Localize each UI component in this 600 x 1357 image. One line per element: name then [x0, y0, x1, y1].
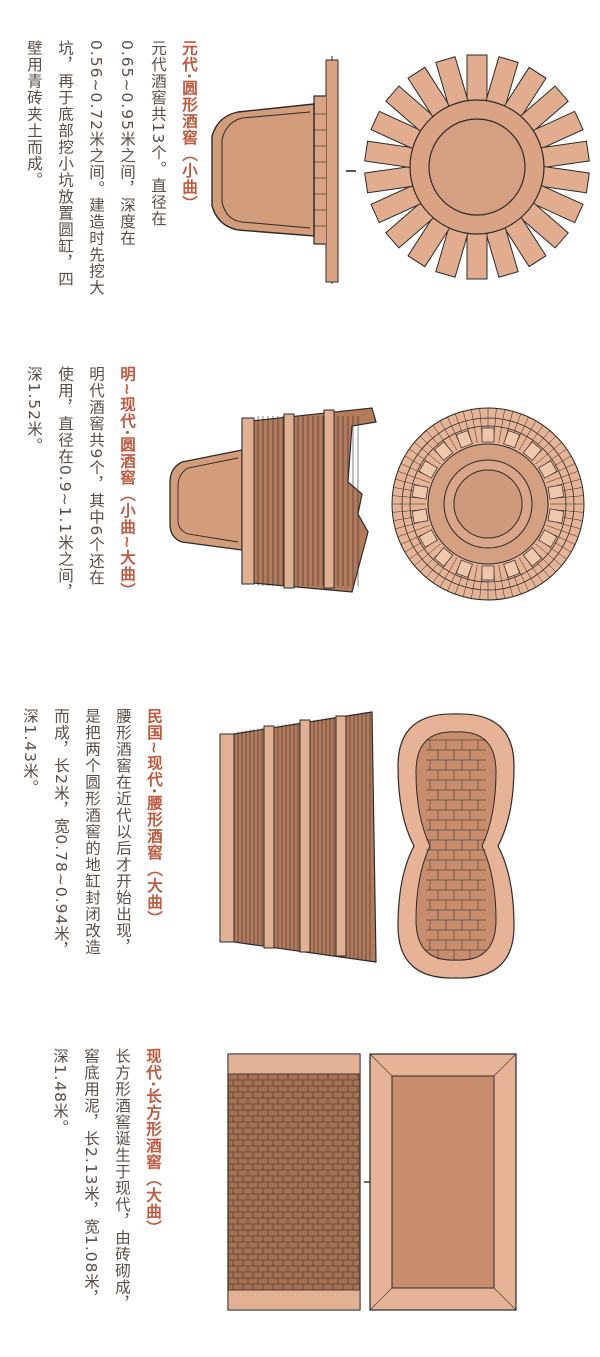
section-ming-round-cellar: 明~现代·圆酒窖（小曲~大曲） 明代酒窖共9个，其中6个还在 使用，直径在0.9… — [0, 350, 600, 680]
rectangular-cellar-plan-view — [364, 1053, 517, 1311]
waist-cellar-line-4: 深1.43米。 — [21, 708, 39, 797]
waist-cellar-description: 民国~现代·腰形酒窖（大曲） 腰形酒窖在近代以后才开始出现， 是把两个圆形酒窖的… — [14, 708, 169, 1008]
rectangular-cellar-section-view — [227, 1053, 361, 1311]
yuan-cellar-description: 元代·圆形酒窖（小曲） 元代酒窖共13个。直径在 0.65~0.95米之间，深度… — [18, 40, 204, 340]
yuan-cellar-line-3: 0.56~0.72米之间。建造时先挖大 — [87, 40, 105, 297]
rectangular-cellar-title: 现代·长方形酒窖（大曲） — [144, 1048, 162, 1237]
ming-cellar-line-1: 明代酒窖共9个，其中6个还在 — [87, 366, 105, 586]
ming-cellar-line-3: 深1.52米。 — [25, 366, 43, 455]
ming-cellar-plan-view — [391, 407, 585, 601]
yuan-cellar-plan-view — [364, 54, 590, 280]
yuan-cellar-line-4: 坑，再于底部挖小坑放置圆缸，四 — [56, 40, 74, 288]
ming-cellar-line-2: 使用，直径在0.9~1.1米之间， — [56, 366, 74, 601]
yuan-cellar-line-1: 元代酒窖共13个。直径在 — [149, 40, 167, 227]
yuan-cellar-line-2: 0.65~0.95米之间，深度在 — [118, 40, 136, 247]
rectangular-cellar-description: 现代·长方形酒窖（大曲） 长方形酒窖诞生于现代，由砖砌成， 窖底用泥，长2.13… — [44, 1048, 168, 1348]
ming-cellar-title: 明~现代·圆酒窖（小曲~大曲） — [118, 366, 136, 599]
section-waist-cellar: 民国~现代·腰形酒窖（大曲） 腰形酒窖在近代以后才开始出现， 是把两个圆形酒窖的… — [0, 700, 600, 1020]
waist-cellar-line-2: 是把两个圆形酒窖的地缸封闭改造 — [83, 708, 101, 956]
section-yuan-round-cellar: 元代·圆形酒窖（小曲） 元代酒窖共13个。直径在 0.65~0.95米之间，深度… — [0, 0, 600, 330]
waist-cellar-line-3: 而成，长2米，宽0.78~0.94米， — [52, 708, 70, 959]
waist-cellar-title: 民国~现代·腰形酒窖（大曲） — [145, 708, 163, 927]
ming-cellar-section-view — [169, 407, 377, 593]
section-rectangular-cellar: 现代·长方形酒窖（大曲） 长方形酒窖诞生于现代，由砖砌成， 窖底用泥，长2.13… — [0, 1040, 600, 1350]
yuan-cellar-section-view — [211, 56, 356, 284]
rectangular-cellar-line-2: 窖底用泥，长2.13米，宽1.08米， — [82, 1048, 100, 1307]
rectangular-cellar-line-1: 长方形酒窖诞生于现代，由砖砌成， — [113, 1048, 131, 1312]
yuan-cellar-title: 元代·圆形酒窖（小曲） — [180, 40, 198, 212]
waist-cellar-line-1: 腰形酒窖在近代以后才开始出现， — [114, 708, 132, 956]
waist-cellar-section-view — [219, 711, 377, 963]
rectangular-cellar-line-3: 深1.48米。 — [51, 1048, 69, 1137]
yuan-cellar-line-5: 壁用青砖夹土而成。 — [25, 40, 43, 189]
ming-cellar-description: 明~现代·圆酒窖（小曲~大曲） 明代酒窖共9个，其中6个还在 使用，直径在0.9… — [18, 366, 142, 676]
waist-cellar-plan-view — [397, 713, 515, 979]
